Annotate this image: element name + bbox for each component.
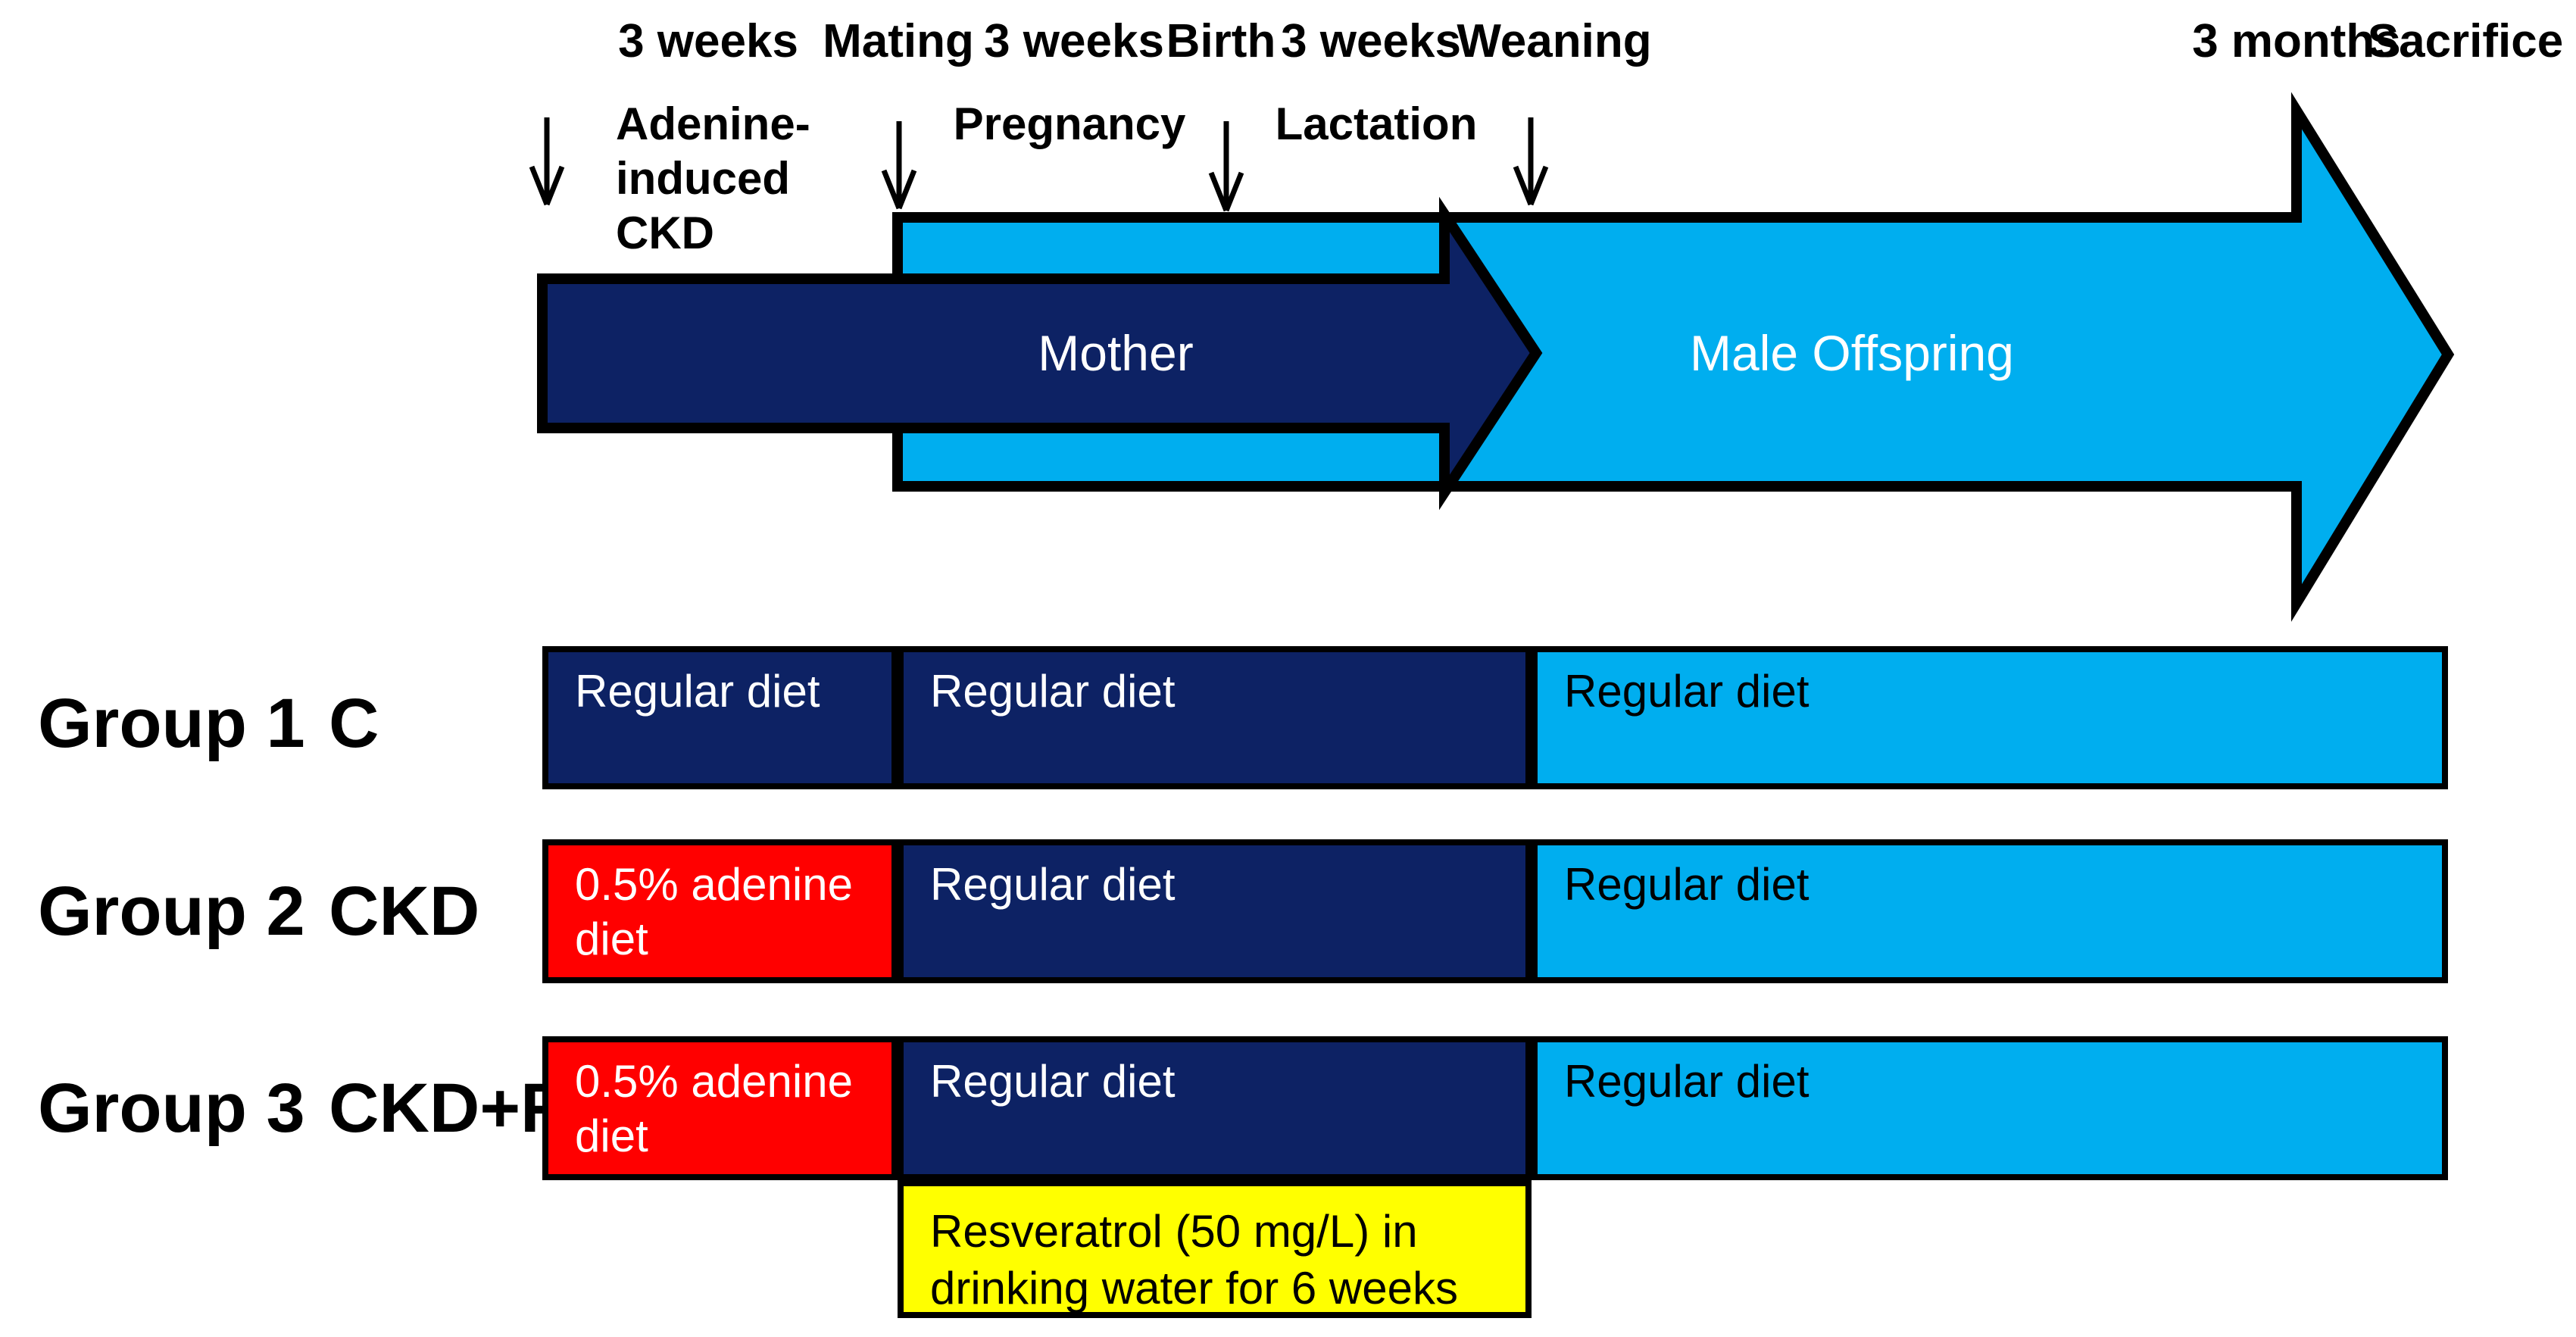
birth-down-arrow	[1208, 121, 1244, 212]
male-offspring-arrow	[892, 92, 2455, 622]
diet-cell: Regular diet	[898, 839, 1532, 983]
mating-down-arrow	[881, 121, 917, 210]
group-3-code: CKD+R	[329, 1070, 571, 1147]
diet-cell: 0.5% adenine diet	[542, 839, 898, 983]
male-offspring-arrow-label: Male Offspring	[1690, 325, 2014, 381]
mother-arrow	[537, 196, 1543, 511]
weaning-down-arrow	[1513, 117, 1549, 206]
timeline-label-3weeks-1: 3 weeks	[618, 15, 798, 67]
group-1-name: Group 1	[38, 685, 305, 762]
diet-cell: Regular diet	[898, 646, 1532, 789]
diet-cell: Regular diet	[1532, 1036, 2448, 1180]
mother-arrow-label: Mother	[1038, 325, 1194, 381]
diet-cell: Regular diet	[898, 1036, 1532, 1180]
group-2-name: Group 2	[38, 873, 305, 950]
timeline-label-birth: Birth	[1166, 15, 1276, 67]
group-3-name: Group 3	[38, 1070, 305, 1147]
phase-label-pregnancy: Pregnancy	[953, 98, 1186, 149]
diet-cell: Regular diet	[1532, 839, 2448, 983]
timeline-label-3weeks-3: 3 weeks	[1281, 15, 1461, 67]
timeline-label-mating: Mating	[823, 15, 974, 67]
diet-cell: Regular diet	[542, 646, 898, 789]
timeline-label-3weeks-2: 3 weeks	[984, 15, 1164, 67]
phase-label-lactation: Lactation	[1275, 98, 1478, 149]
timeline-label-sacrifice: Sacrifice	[2367, 15, 2564, 67]
adenine-start-down-arrow	[529, 117, 565, 206]
group-2-code: CKD	[329, 873, 480, 950]
resveratrol-note: Resveratrol (50 mg/L) in drinking water …	[898, 1180, 1532, 1318]
diet-cell: Regular diet	[1532, 646, 2448, 789]
group-1-code: C	[329, 685, 379, 762]
timeline-label-3months: 3 months	[2192, 15, 2401, 67]
phase-label-adenine-ckd: Adenine-induced CKD	[616, 98, 810, 258]
diet-cell: 0.5% adenine diet	[542, 1036, 898, 1180]
timeline-label-weaning: Weaning	[1457, 15, 1652, 67]
